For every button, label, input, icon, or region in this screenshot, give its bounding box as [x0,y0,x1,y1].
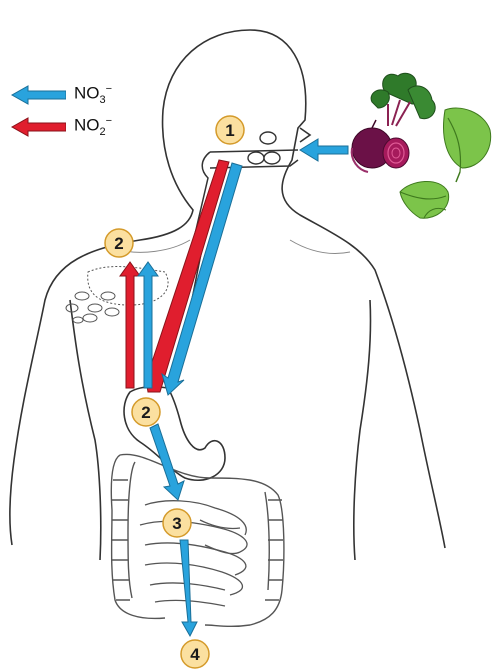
step-badge-lungs: 2 [105,229,133,257]
salivary-glands [248,132,280,164]
legend-nitrite: NO2− [10,114,112,140]
arrow-food-to-mouth [300,139,348,161]
red-arrow-icon [10,117,66,137]
step-badge-label: 2 [141,403,150,422]
step-badge-label: 4 [190,645,200,664]
arrow-intestine-to-exit [180,540,197,636]
step-badge-mouth: 1 [216,116,244,144]
legend-nitrate-label: NO3− [74,83,112,106]
small-intestine [140,501,247,606]
step-badge-small-intestine: 3 [163,509,191,537]
legend-nitrite-label: NO2− [74,115,112,138]
arrow-mouth-to-stomach-nitrate [162,163,242,395]
beetroot-icon [352,73,436,172]
step-badge-label: 1 [225,121,234,140]
arrow-stomach-to-blood-nitrite [120,262,140,388]
legend-nitrate: NO3− [10,82,112,108]
step-badge-label: 3 [172,514,181,533]
spinach-leaf-icon [444,108,491,182]
spinach-leaf-icon [400,181,449,218]
step-badge-stomach: 2 [132,398,160,426]
blue-arrow-icon [10,85,66,105]
step-badge-label: 2 [114,234,123,253]
step-badge-exit: 4 [181,640,209,668]
